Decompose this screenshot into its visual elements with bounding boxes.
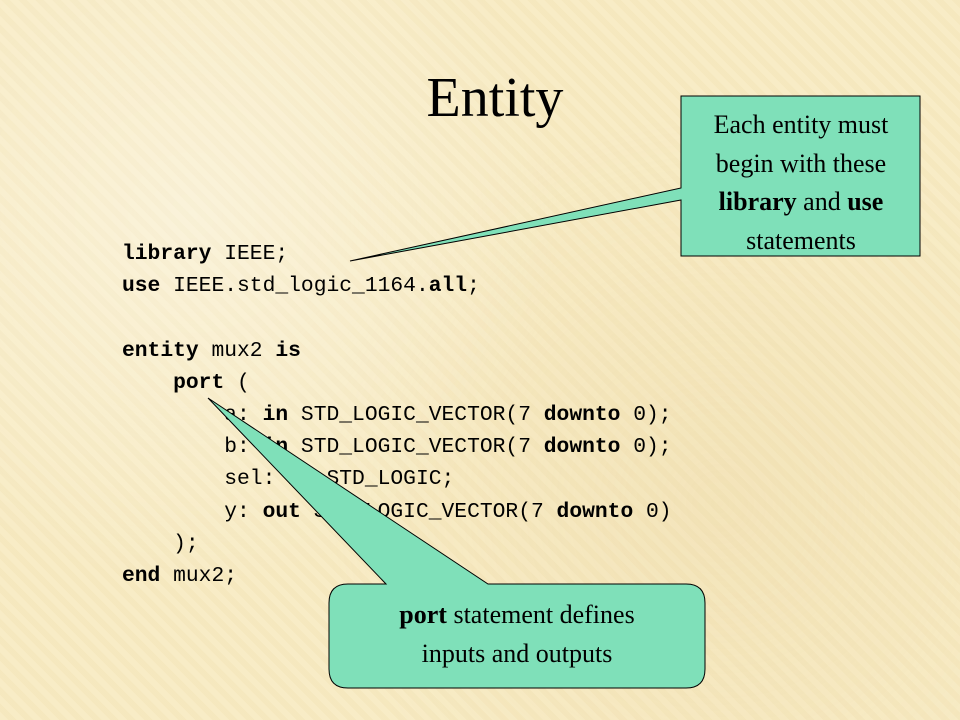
code-keyword: downto [556, 499, 634, 524]
code-line: y: out STD_LOGIC_VECTOR(7 downto 0) [122, 496, 672, 528]
code-text: ( [224, 370, 250, 395]
port-callout-line-1: port statement defines [330, 596, 704, 635]
code-text: 0); [620, 435, 672, 460]
code-keyword: port [173, 370, 225, 395]
code-line: b: in STD_LOGIC_VECTOR(7 downto 0); [122, 431, 672, 463]
code-line: a: in STD_LOGIC_VECTOR(7 downto 0); [122, 399, 672, 431]
library-callout-line-2: begin with these [715, 148, 887, 178]
code-keyword: all [428, 274, 468, 299]
code-keyword: in [262, 435, 289, 460]
library-callout-line-3: library and use [682, 183, 920, 222]
use-keyword: use [847, 187, 884, 216]
code-text: IEEE.std_logic_1164. [160, 274, 429, 299]
library-callout-and: and [796, 187, 848, 216]
code-line: use IEEE.std_logic_1164.all; [122, 270, 672, 302]
code-text: STD_LOGIC_VECTOR(7 [288, 435, 544, 460]
code-keyword: downto [543, 402, 621, 427]
code-text: sel: [122, 467, 289, 492]
code-keyword: out [262, 499, 301, 524]
code-text: ); [122, 531, 199, 556]
code-text: ; [467, 274, 480, 299]
code-line: entity mux2 is [122, 335, 672, 367]
code-line: sel: in STD_LOGIC; [122, 463, 672, 495]
code-block: library IEEE;use IEEE.std_logic_1164.all… [122, 238, 672, 592]
code-text: STD_LOGIC_VECTOR(7 [300, 499, 557, 524]
code-line: port ( [122, 367, 672, 399]
library-callout-line-1: Each entity must [713, 110, 889, 139]
code-keyword: end [122, 563, 161, 588]
code-line [122, 302, 672, 334]
code-text: 0) [633, 499, 672, 524]
code-line: end mux2; [122, 560, 672, 592]
code-text: b: [122, 435, 263, 460]
port-keyword: port [399, 600, 447, 629]
port-callout-text: port statement defines inputs and output… [330, 596, 704, 673]
code-text: mux2; [160, 563, 238, 588]
code-keyword: in [262, 402, 289, 427]
code-text: STD_LOGIC; [313, 467, 455, 492]
code-text: a: [122, 402, 263, 427]
port-callout-line-2: inputs and outputs [421, 638, 613, 668]
library-callout-line-4: statements [746, 225, 856, 255]
code-line: library IEEE; [122, 238, 672, 270]
code-keyword: entity [122, 338, 199, 363]
code-keyword: library [122, 242, 212, 266]
code-keyword: is [275, 338, 301, 363]
code-keyword: downto [543, 435, 621, 460]
code-text [122, 371, 173, 395]
code-keyword: in [288, 467, 314, 492]
code-line: ); [122, 528, 672, 560]
library-callout-text: Each entity must begin with these librar… [682, 106, 920, 260]
library-keyword: library [718, 187, 797, 216]
port-callout-rest: statement defines [446, 600, 635, 629]
code-text: mux2 [198, 338, 276, 363]
code-text: y: [122, 499, 263, 524]
code-text: STD_LOGIC_VECTOR(7 [288, 402, 544, 427]
code-text: IEEE; [211, 242, 289, 266]
code-keyword: use [122, 274, 161, 299]
code-text: 0); [620, 402, 672, 427]
